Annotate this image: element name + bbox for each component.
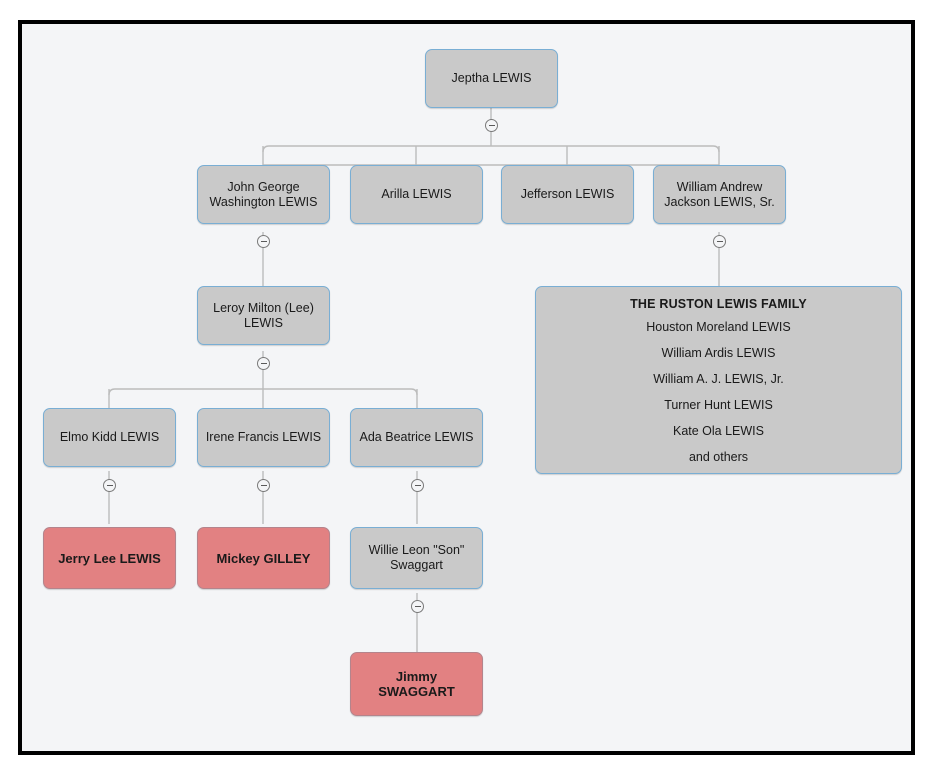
- collapse-toggle-leroy[interactable]: [257, 357, 270, 370]
- panel-member: Turner Hunt LEWIS: [664, 397, 773, 412]
- panel-member: William A. J. LEWIS, Jr.: [653, 371, 784, 386]
- collapse-toggle-john-george[interactable]: [257, 235, 270, 248]
- panel-member: Kate Ola LEWIS: [672, 423, 764, 438]
- node-label: William Andrew Jackson LEWIS, Sr.: [664, 179, 775, 209]
- node-label: Irene Francis LEWIS: [205, 430, 322, 444]
- node-label: Ada Beatrice LEWIS: [359, 430, 474, 444]
- node-label: John George Washington LEWIS: [209, 179, 318, 209]
- node-jimmy-swaggart[interactable]: Jimmy SWAGGART: [350, 652, 483, 716]
- node-ada-beatrice[interactable]: Ada Beatrice LEWIS: [350, 408, 483, 467]
- node-label: Mickey GILLEY: [216, 550, 311, 566]
- node-label: Jefferson LEWIS: [520, 187, 615, 201]
- node-elmo-kidd[interactable]: Elmo Kidd LEWIS: [43, 408, 176, 467]
- panel-member: William Ardis LEWIS: [661, 345, 776, 360]
- panel-ruston-lewis-family[interactable]: THE RUSTON LEWIS FAMILY Houston Moreland…: [535, 286, 902, 474]
- collapse-toggle-ada[interactable]: [411, 479, 424, 492]
- node-irene-francis[interactable]: Irene Francis LEWIS: [197, 408, 330, 467]
- node-label: Arilla LEWIS: [381, 187, 452, 201]
- collapse-toggle-willie[interactable]: [411, 600, 424, 613]
- node-jefferson[interactable]: Jefferson LEWIS: [501, 165, 634, 224]
- panel-title: THE RUSTON LEWIS FAMILY: [630, 296, 807, 311]
- collapse-toggle-jeptha[interactable]: [485, 119, 498, 132]
- node-label: Jimmy SWAGGART: [378, 669, 455, 699]
- panel-member: and others: [688, 449, 749, 464]
- node-label: Elmo Kidd LEWIS: [59, 430, 160, 444]
- collapse-toggle-elmo[interactable]: [103, 479, 116, 492]
- node-willie-leon-swaggart[interactable]: Willie Leon "Son" Swaggart: [350, 527, 483, 589]
- node-mickey-gilley[interactable]: Mickey GILLEY: [197, 527, 330, 589]
- panel-member: Houston Moreland LEWIS: [646, 319, 791, 334]
- node-john-george-washington[interactable]: John George Washington LEWIS: [197, 165, 330, 224]
- node-label: Leroy Milton (Lee) LEWIS: [213, 300, 314, 330]
- collapse-toggle-william-andrew[interactable]: [713, 235, 726, 248]
- node-leroy-milton[interactable]: Leroy Milton (Lee) LEWIS: [197, 286, 330, 345]
- node-label: Willie Leon "Son" Swaggart: [368, 543, 465, 572]
- node-label: Jeptha LEWIS: [451, 71, 532, 85]
- node-jerry-lee-lewis[interactable]: Jerry Lee LEWIS: [43, 527, 176, 589]
- collapse-toggle-irene[interactable]: [257, 479, 270, 492]
- diagram-canvas: Jeptha LEWIS John George Washington LEWI…: [18, 20, 915, 755]
- node-william-andrew-jackson-sr[interactable]: William Andrew Jackson LEWIS, Sr.: [653, 165, 786, 224]
- node-label: Jerry Lee LEWIS: [58, 550, 161, 566]
- node-arilla[interactable]: Arilla LEWIS: [350, 165, 483, 224]
- node-jeptha[interactable]: Jeptha LEWIS: [425, 49, 558, 108]
